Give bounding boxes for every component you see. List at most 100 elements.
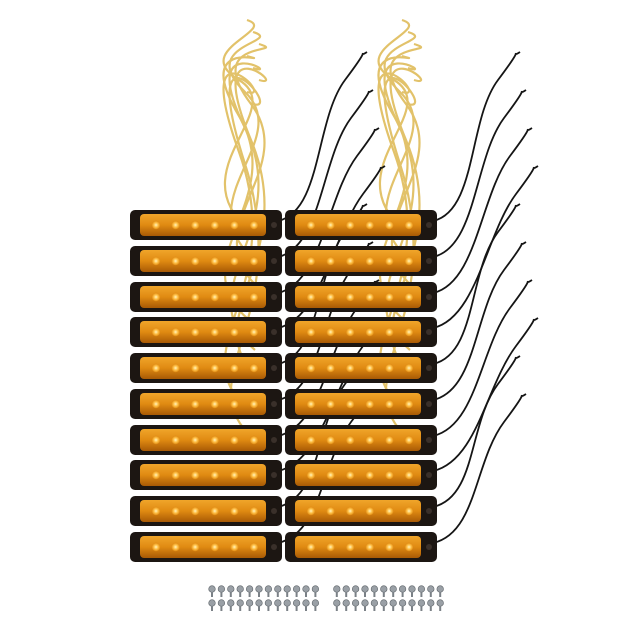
led-bulb [191,470,200,480]
led-bulb [151,220,161,230]
mount-hole [271,365,277,371]
marker-light-icon [285,210,437,240]
amber-lens [295,500,421,522]
led-bulb [210,435,219,445]
amber-lens [295,321,421,343]
led-bulb [210,506,219,516]
led-bulb [230,363,239,373]
led-bulb [171,542,180,552]
screw-icon [227,599,235,611]
screw-icon [380,585,388,597]
screw-icon [311,599,320,611]
led-bulb [171,435,180,445]
marker-light-icon [130,389,282,419]
led-bulb [346,256,355,266]
amber-lens [295,357,421,379]
led-bulb [191,363,200,373]
screw-icon [342,599,350,611]
led-bulb [404,220,414,230]
screw-icon [255,585,263,597]
marker-light-icon [285,317,437,347]
marker-light-icon [285,425,437,455]
marker-light-icon [285,389,437,419]
black-wire [277,51,368,222]
mount-hole [426,329,432,335]
screw-icon [370,599,379,611]
led-bulb [171,220,180,230]
screw-icon [227,585,235,597]
amber-lens [140,464,266,486]
marker-light-icon [130,425,282,455]
led-bulb [385,363,394,373]
mount-hole [271,222,277,228]
led-bulb [365,435,374,445]
marker-light-icon [285,353,437,383]
led-bulb [365,363,374,373]
led-bulb [191,399,200,409]
marker-light-icon [130,317,282,347]
screw-icon [389,585,397,597]
screw-icon [246,599,254,611]
led-bulb [385,399,394,409]
led-bulb [346,435,355,445]
screw-icon [246,585,254,597]
screw-icon [302,599,310,611]
amber-lens [295,286,421,308]
led-bulb [346,363,355,373]
led-bulb [171,363,180,373]
led-bulb [404,292,414,302]
amber-lens [140,250,266,272]
led-bulb [151,435,161,445]
led-bulb [326,256,335,266]
led-bulb [210,470,219,480]
mount-hole [426,294,432,300]
amber-lens [140,536,266,558]
mount-hole [271,508,277,514]
mount-hole [271,401,277,407]
led-bulb [249,399,259,409]
led-bulb [249,363,259,373]
led-bulb [326,542,335,552]
led-bulb [249,435,259,445]
marker-light-icon [130,282,282,312]
led-bulb [404,363,414,373]
marker-light-icon [285,282,437,312]
led-bulb [404,506,414,516]
led-bulb [171,256,180,266]
amber-lens [295,429,421,451]
marker-light-icon [285,532,437,562]
screw-icon [342,585,350,597]
mount-hole [271,437,277,443]
led-bulb [346,399,355,409]
led-bulb [306,435,316,445]
led-bulb [306,399,316,409]
led-bulb [306,256,316,266]
led-bulb [385,542,394,552]
led-bulb [151,470,161,480]
led-bulb [210,220,219,230]
black-wire [432,165,539,329]
led-bulb [346,220,355,230]
led-bulb [230,435,239,445]
led-bulb [365,256,374,266]
led-bulb [404,470,414,480]
marker-light-icon [285,496,437,526]
led-bulb [210,399,219,409]
led-bulb [346,470,355,480]
led-bulb [306,292,316,302]
mount-hole [426,258,432,264]
led-bulb [306,542,316,552]
led-bulb [249,292,259,302]
led-bulb [249,256,259,266]
led-bulb [404,327,414,337]
led-bulb [171,470,180,480]
led-bulb [210,542,219,552]
screw-icon [352,585,360,597]
marker-light-icon [130,496,282,526]
led-bulb [230,399,239,409]
yellow-wire [222,18,256,231]
marker-light-icon [130,460,282,490]
led-bulb [191,256,200,266]
led-bulb [151,363,161,373]
mount-hole [426,222,432,228]
